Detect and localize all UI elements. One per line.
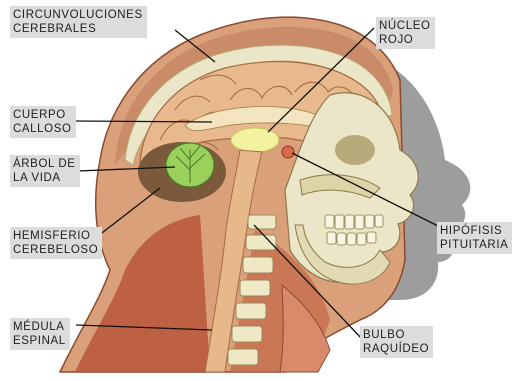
label-medula-espinal: MÉDULA ESPINAL [10,318,70,350]
label-bulbo-line1: BULBO [363,328,429,342]
label-nucleo-rojo-line1: NÚCLEO [379,19,431,33]
label-bulbo-line2: RAQUÍDEO [363,342,429,356]
label-cuerpo-calloso: CUERPO CALLOSO [10,106,76,138]
label-hemisferio-cerebeloso: HEMISFERIO CEREBELOSO [10,227,102,259]
label-medula-line1: MÉDULA [13,320,66,334]
label-arbol-vida-line1: ÁRBOL DE [13,157,76,171]
label-hipofisis-pituitaria: HIPÓFISIS PITUITARIA [437,222,512,254]
label-nucleo-rojo: NÚCLEO ROJO [376,17,435,49]
label-arbol-de-la-vida: ÁRBOL DE LA VIDA [10,155,80,187]
red-nucleus-area [231,128,279,152]
label-nucleo-rojo-line2: ROJO [379,33,431,47]
label-hemisferio-line1: HEMISFERIO [13,229,98,243]
label-arbol-vida-line2: LA VIDA [13,171,76,185]
label-hipofisis-line1: HIPÓFISIS [440,224,508,238]
label-circunvoluciones-line2: CEREBRALES [13,22,143,36]
label-hipofisis-line2: PITUITARIA [440,238,508,252]
label-cuerpo-calloso-line2: CALLOSO [13,122,72,136]
label-bulbo-raquideo: BULBO RAQUÍDEO [360,326,433,358]
pituitary-gland [282,146,294,158]
label-medula-line2: ESPINAL [13,334,66,348]
label-circunvoluciones-cerebrales: CIRCUNVOLUCIONES CEREBRALES [10,6,147,38]
label-circunvoluciones-line1: CIRCUNVOLUCIONES [13,8,143,22]
eye-socket [335,135,375,165]
label-cuerpo-calloso-line1: CUERPO [13,108,72,122]
label-hemisferio-line2: CEREBELOSO [13,243,98,257]
